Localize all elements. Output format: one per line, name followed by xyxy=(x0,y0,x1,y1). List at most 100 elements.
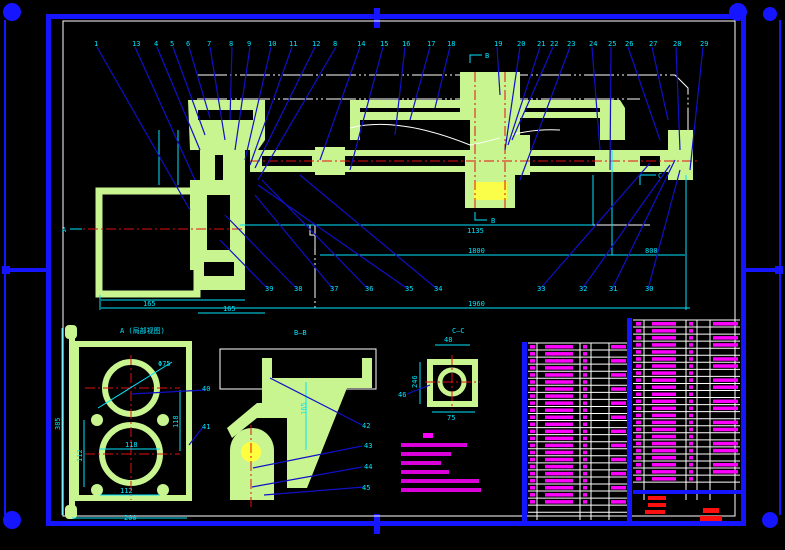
leader-line xyxy=(591,46,601,151)
section-mark-c: C xyxy=(658,172,662,180)
leader-line xyxy=(224,214,298,290)
dimension-1800: 1800 xyxy=(468,247,485,255)
section-mark-b-bottom: B xyxy=(491,217,495,225)
cell-mark xyxy=(636,336,641,340)
cell-mark xyxy=(713,448,738,453)
dimension-165-a: 165 xyxy=(143,300,156,308)
part-balloon: 10 xyxy=(268,40,276,48)
cell-mark xyxy=(583,373,587,377)
title-block-mark xyxy=(700,516,722,521)
cell-mark xyxy=(636,364,641,368)
cell-mark xyxy=(530,401,535,405)
cell-mark xyxy=(530,436,535,441)
cell-mark xyxy=(636,441,641,446)
cell-mark xyxy=(636,420,641,425)
part-balloon: 25 xyxy=(608,40,616,48)
cell-mark xyxy=(530,478,535,483)
dimension-1135: 1135 xyxy=(467,227,484,235)
cell-mark xyxy=(611,401,626,405)
cell-mark xyxy=(689,322,693,326)
cell-mark xyxy=(652,455,676,460)
cell-mark xyxy=(583,387,587,391)
cell-mark xyxy=(545,415,573,419)
part-balloon: 21 xyxy=(537,40,545,48)
note-line xyxy=(401,452,451,456)
cell-mark xyxy=(689,470,693,474)
cell-mark xyxy=(545,457,573,462)
part-balloon: 31 xyxy=(609,285,617,293)
cell-mark xyxy=(689,399,693,404)
leader-line xyxy=(519,46,571,181)
view-a-balloon-2: 41 xyxy=(202,423,210,431)
cell-mark xyxy=(583,352,587,356)
cell-mark xyxy=(545,429,573,434)
cell-mark xyxy=(652,322,676,326)
cell-mark xyxy=(652,463,676,467)
leader-line xyxy=(254,46,316,169)
cell-mark xyxy=(689,392,693,396)
leader-line xyxy=(134,46,196,181)
cell-mark xyxy=(545,500,573,504)
leader-line xyxy=(188,46,211,119)
cell-mark xyxy=(689,477,693,481)
view-a-right: 118 xyxy=(172,415,180,428)
cell-mark xyxy=(652,364,676,368)
leader-line xyxy=(257,46,337,181)
cell-mark xyxy=(636,427,641,432)
part-balloon: 20 xyxy=(517,40,525,48)
part-balloon: 16 xyxy=(402,40,410,48)
view-cc-balloon: 46 xyxy=(398,391,406,399)
part-balloon: 38 xyxy=(294,285,302,293)
cell-mark xyxy=(583,471,587,476)
cell-mark xyxy=(583,450,587,455)
cell-mark xyxy=(545,380,573,384)
cell-mark xyxy=(583,486,587,490)
part-balloon: 23 xyxy=(567,40,575,48)
notes-heading-mark xyxy=(423,433,433,438)
cell-mark xyxy=(545,359,573,363)
cell-mark xyxy=(636,455,641,460)
cell-mark xyxy=(583,380,587,384)
cell-mark xyxy=(545,471,573,476)
part-balloon: 4 xyxy=(154,40,158,48)
cell-mark xyxy=(611,373,626,377)
cell-mark xyxy=(636,399,641,404)
cell-mark xyxy=(636,371,641,375)
leader-line xyxy=(229,46,233,121)
cell-mark xyxy=(583,415,587,419)
view-a-inner: 118 xyxy=(125,441,138,449)
cell-mark xyxy=(713,420,738,425)
cell-mark xyxy=(652,434,676,439)
cell-mark xyxy=(530,450,535,455)
section-mark-a: A xyxy=(62,226,67,234)
title-block-mark xyxy=(648,503,666,507)
cell-mark xyxy=(652,441,676,446)
cell-mark xyxy=(636,392,641,396)
part-balloon: 39 xyxy=(265,285,273,293)
part-balloon: 24 xyxy=(589,40,597,48)
cell-mark xyxy=(530,394,535,398)
cell-mark xyxy=(545,394,573,398)
cell-mark xyxy=(583,478,587,483)
cell-mark xyxy=(689,378,693,382)
part-balloon: 8 xyxy=(333,40,337,48)
cell-mark xyxy=(689,336,693,340)
view-cc-side-dim: 246 xyxy=(411,375,419,388)
cell-mark xyxy=(530,443,535,448)
cell-mark xyxy=(636,322,641,326)
leader-line xyxy=(349,46,384,171)
part-balloon: 30 xyxy=(645,285,653,293)
cell-mark xyxy=(530,366,535,370)
part-balloon: 28 xyxy=(673,40,681,48)
cell-mark xyxy=(611,345,626,349)
view-bb-balloon-3: 44 xyxy=(364,463,372,471)
cell-mark xyxy=(583,359,587,363)
cell-mark xyxy=(545,373,573,377)
leader-line xyxy=(257,184,409,290)
leader-line xyxy=(172,46,206,136)
note-line xyxy=(401,461,441,465)
cell-mark xyxy=(611,443,626,448)
view-a-bottom: 112 xyxy=(120,487,133,495)
